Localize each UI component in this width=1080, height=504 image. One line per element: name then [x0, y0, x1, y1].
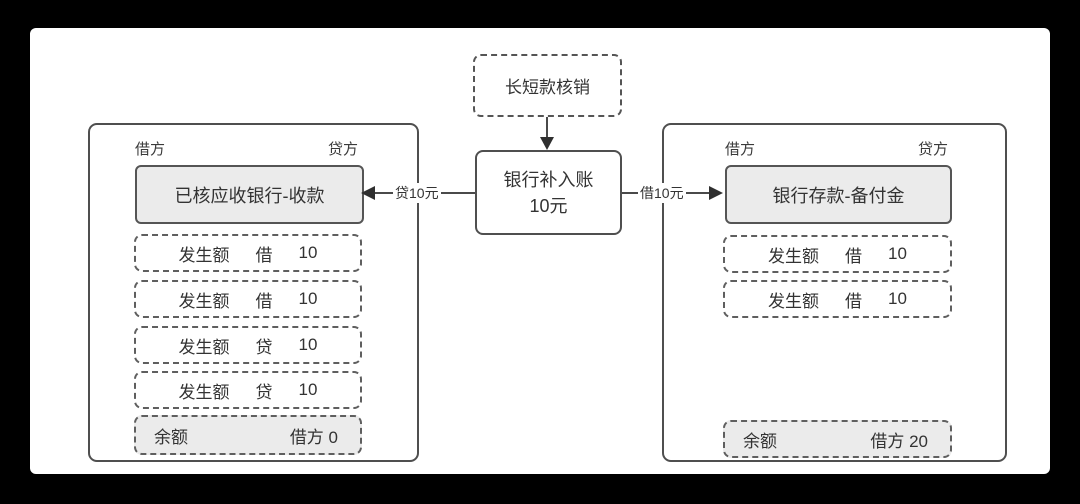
entry-amount: 10 — [298, 380, 318, 399]
entry-side: 借 — [255, 291, 273, 311]
diagram-canvas: 借方 贷方 已核应收银行-收款 发生额 借 10 发生额 借 10 发生额 贷 … — [30, 28, 1050, 474]
entry-name: 发生额 — [178, 245, 230, 265]
entry-name: 发生额 — [768, 246, 820, 266]
left-edge-label: 贷10元 — [393, 183, 441, 203]
right-edge-label: 借10元 — [638, 183, 686, 203]
bank-entry-line1: 银行补入账 — [503, 169, 594, 190]
entry-side: 贷 — [255, 382, 273, 402]
entry-name: 发生额 — [178, 337, 230, 357]
left-account-title: 已核应收银行-收款 — [135, 165, 364, 224]
left-balance-row: 余额 借方 0 — [134, 415, 362, 455]
entry-name: 发生额 — [178, 382, 230, 402]
connector-top-line — [546, 117, 548, 139]
bank-entry-node: 银行补入账 10元 — [475, 150, 622, 235]
right-entry-row-1: 发生额 借 10 — [723, 235, 952, 273]
left-entry-row-3: 发生额 贷 10 — [134, 326, 362, 364]
entry-amount: 10 — [298, 335, 318, 354]
entry-amount: 10 — [888, 244, 907, 263]
balance-label: 余额 — [154, 427, 188, 447]
balance-value: 借方 20 — [870, 431, 928, 451]
entry-amount: 10 — [298, 243, 318, 262]
right-account-panel: 借方 贷方 银行存款-备付金 发生额 借 10 发生额 借 10 余额 借方 2… — [662, 123, 1007, 462]
arrowhead-left-icon — [361, 186, 375, 200]
right-credit-header: 贷方 — [917, 141, 948, 158]
left-credit-header: 贷方 — [327, 141, 358, 158]
entry-side: 借 — [845, 291, 863, 311]
bank-entry-line2: 10元 — [529, 195, 568, 216]
arrowhead-right-icon — [709, 186, 723, 200]
entry-amount: 10 — [888, 289, 907, 308]
entry-side: 借 — [845, 246, 863, 266]
right-debit-header: 借方 — [725, 141, 756, 158]
right-entry-row-2: 发生额 借 10 — [723, 280, 952, 318]
entry-side: 借 — [255, 245, 273, 265]
left-entry-row-4: 发生额 贷 10 — [134, 371, 362, 409]
left-entry-row-1: 发生额 借 10 — [134, 234, 362, 272]
entry-name: 发生额 — [178, 291, 230, 311]
writeoff-node: 长短款核销 — [473, 54, 622, 117]
entry-amount: 10 — [298, 289, 318, 308]
arrowhead-down-icon — [540, 137, 554, 150]
left-account-panel: 借方 贷方 已核应收银行-收款 发生额 借 10 发生额 借 10 发生额 贷 … — [88, 123, 419, 462]
left-entry-row-2: 发生额 借 10 — [134, 280, 362, 318]
right-balance-row: 余额 借方 20 — [723, 420, 952, 458]
balance-value: 借方 0 — [289, 427, 338, 447]
right-account-title: 银行存款-备付金 — [725, 165, 952, 224]
entry-side: 贷 — [255, 337, 273, 357]
left-debit-header: 借方 — [135, 141, 166, 158]
balance-label: 余额 — [743, 431, 777, 451]
entry-name: 发生额 — [768, 291, 820, 311]
